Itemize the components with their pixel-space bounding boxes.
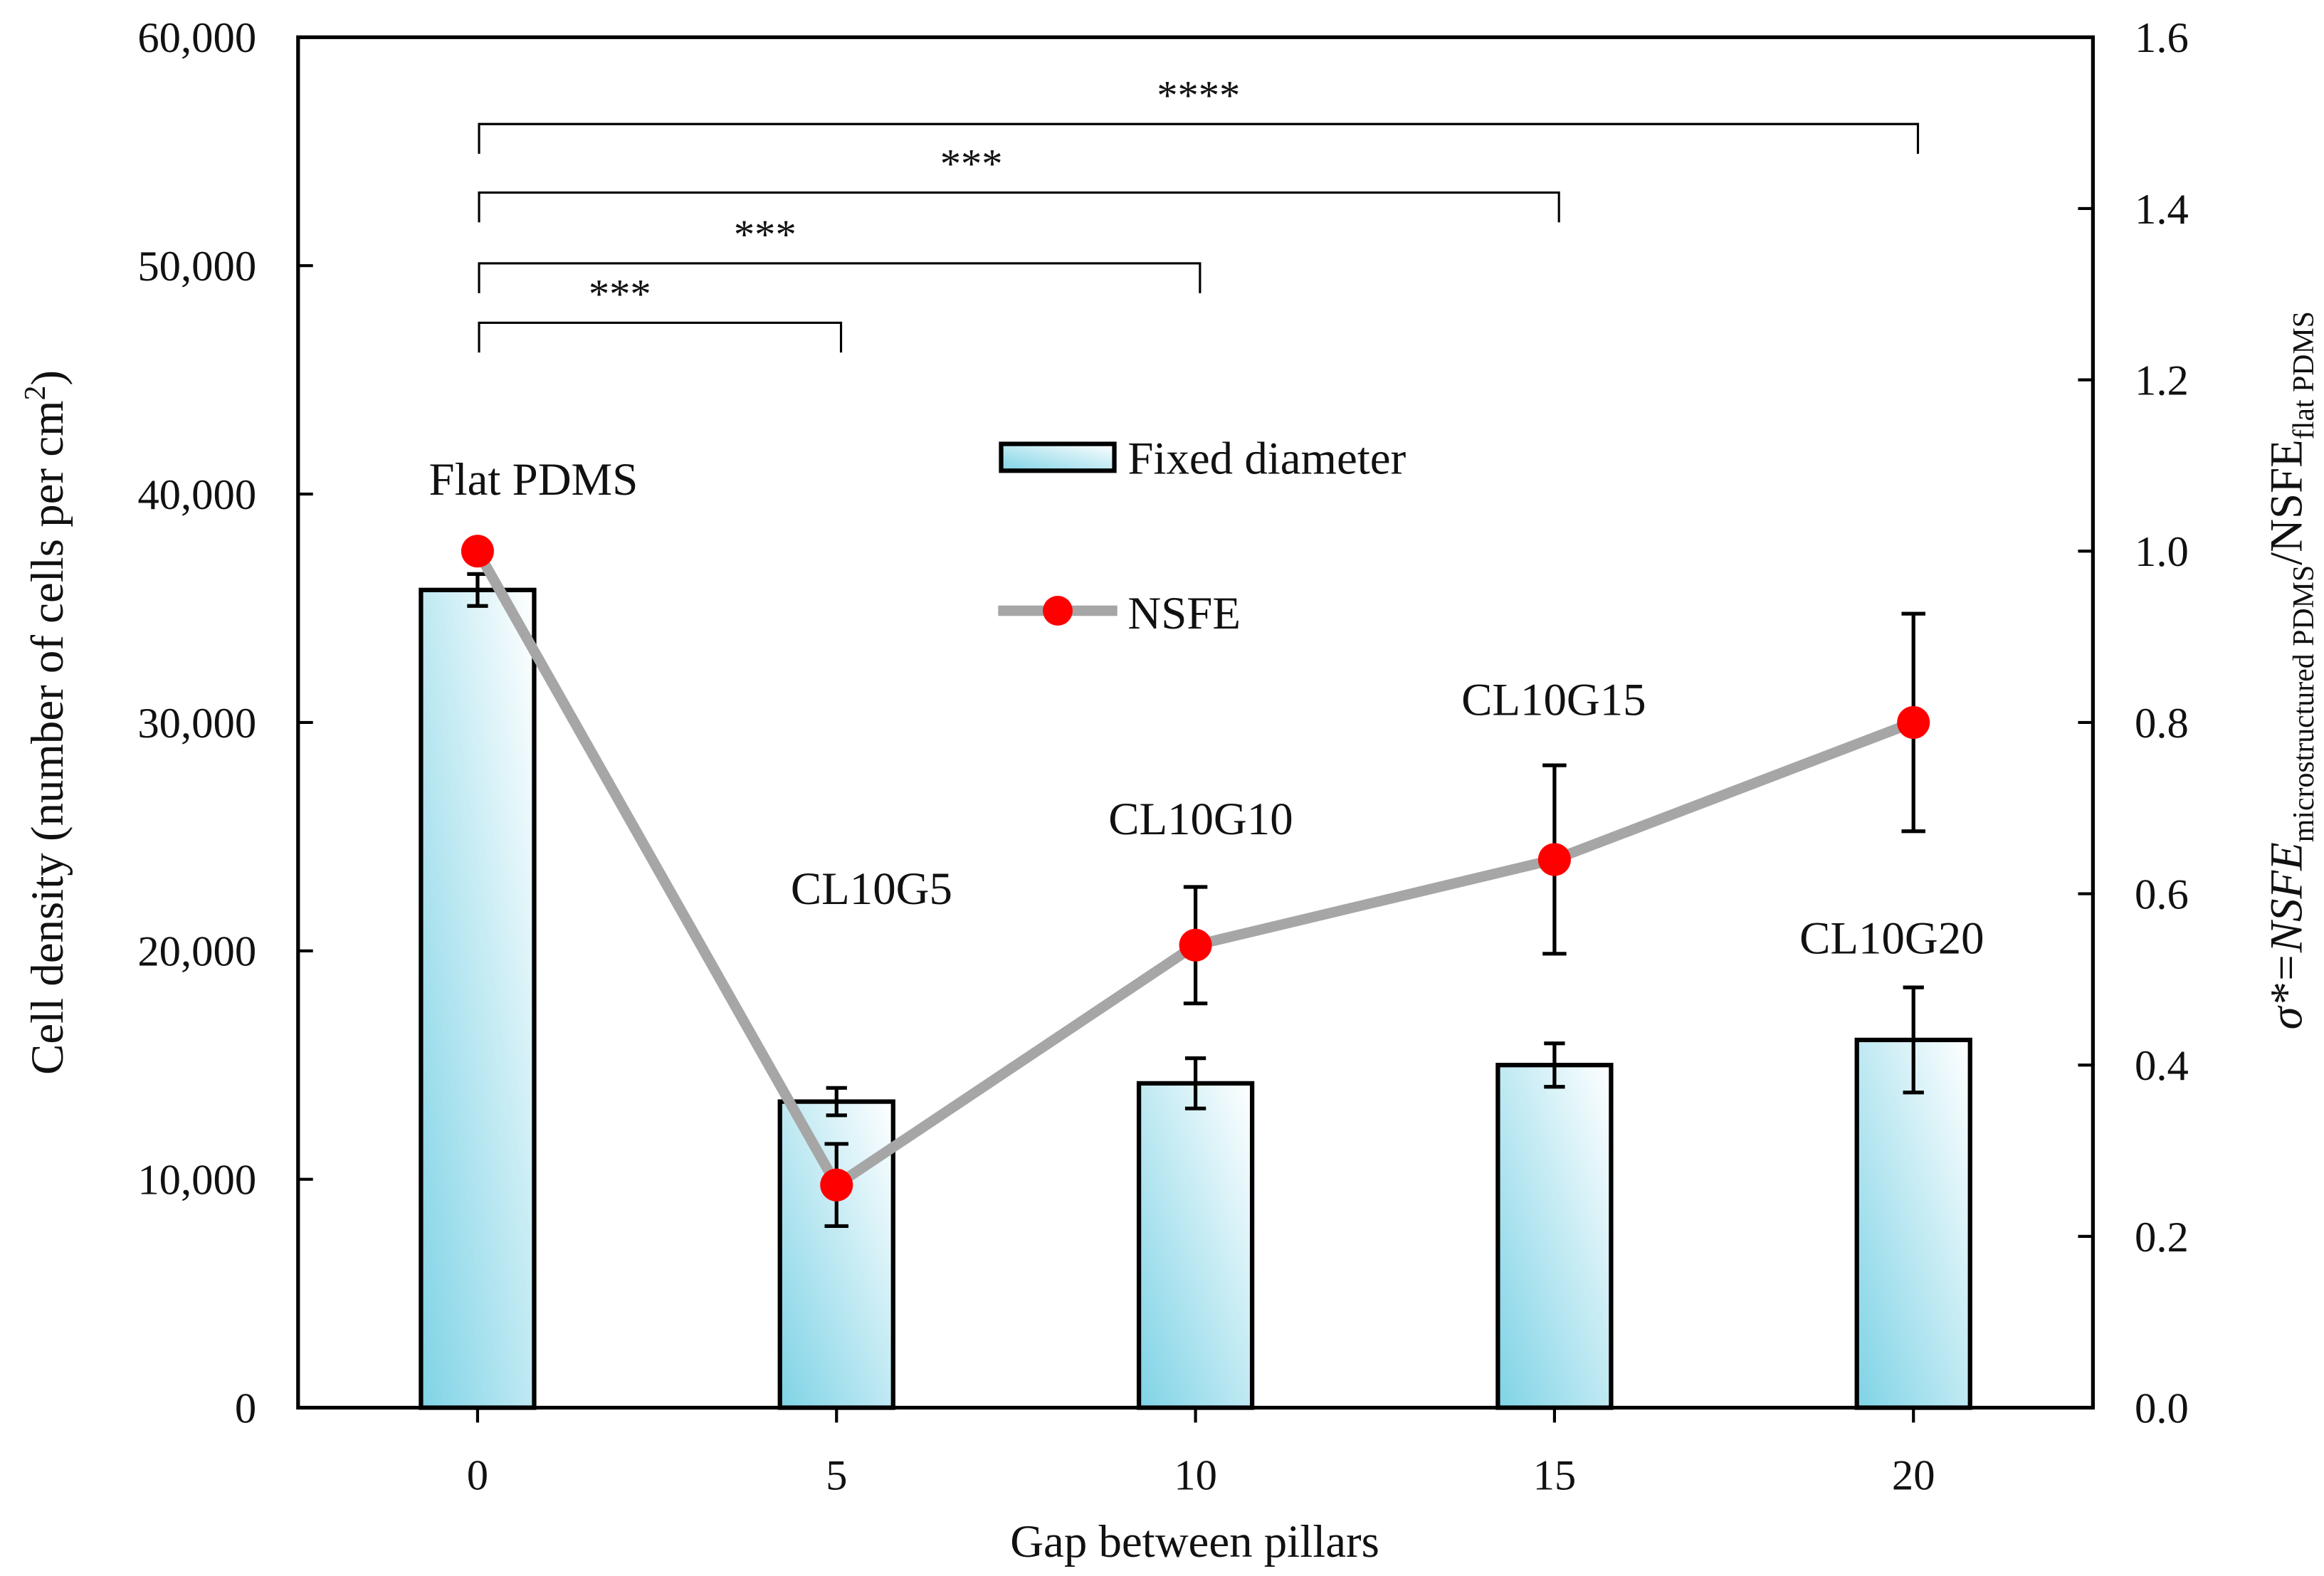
bar <box>1854 1037 1972 1410</box>
legend: Fixed diameter NSFE <box>998 433 1407 639</box>
x-tick-label: 0 <box>467 1452 488 1500</box>
nsfe-marker <box>461 535 494 568</box>
point-label: CL10G15 <box>1461 674 1646 725</box>
x-tick-label: 10 <box>1174 1452 1217 1500</box>
y2-tick-label: 0.4 <box>2135 1042 2189 1090</box>
y2-tick-label: 0.2 <box>2135 1214 2189 1261</box>
bar <box>1495 1063 1614 1410</box>
x-axis-label: Gap between pillars <box>1010 1516 1379 1567</box>
y2-tick-label: 0.0 <box>2135 1385 2189 1432</box>
point-label: Flat PDMS <box>429 454 638 505</box>
nsfe-marker <box>1897 705 1930 739</box>
nsfe-marker <box>820 1168 853 1202</box>
point-label: CL10G5 <box>791 863 952 915</box>
point-label: CL10G20 <box>1799 913 1984 964</box>
y-tick-label: 0 <box>235 1385 256 1432</box>
bar <box>1136 1081 1255 1410</box>
y2-tick-label: 0.6 <box>2135 871 2189 919</box>
x-tick-label: 20 <box>1892 1452 1935 1500</box>
y-axis-label: Cell density (number of cells per cm2) <box>19 370 73 1075</box>
x-tick-label: 5 <box>826 1452 847 1500</box>
legend-line-marker <box>1043 596 1073 626</box>
y-tick-label: 60,000 <box>137 14 256 62</box>
significance-label: *** <box>589 270 651 317</box>
y2-tick-label: 1.4 <box>2135 186 2189 233</box>
legend-line-label: NSFE <box>1127 588 1241 639</box>
y-tick-label: 50,000 <box>137 243 256 290</box>
significance-label: **** <box>1157 72 1240 118</box>
y-tick-label: 30,000 <box>137 700 256 747</box>
y-tick-label: 40,000 <box>137 471 256 519</box>
bar <box>419 587 537 1410</box>
legend-bar-label: Fixed diameter <box>1127 433 1406 484</box>
point-label: CL10G10 <box>1108 794 1293 845</box>
y2-tick-label: 0.8 <box>2135 700 2189 747</box>
significance-label: *** <box>734 211 796 258</box>
significance-bracket <box>478 262 1202 293</box>
significance-bracket <box>478 191 1560 223</box>
y2-axis-label: σ*=NSFEmicrostructured PDMS/NSFEflat PDM… <box>2261 311 2320 1029</box>
y-tick-label: 20,000 <box>137 928 256 976</box>
y2-tick-label: 1.6 <box>2135 14 2189 62</box>
nsfe-marker <box>1179 928 1212 962</box>
nsfe-marker <box>1537 843 1571 876</box>
significance-bracket <box>478 122 1920 154</box>
y2-tick-label: 1.2 <box>2135 357 2189 405</box>
significance-bracket <box>478 321 843 353</box>
legend-bar-swatch <box>999 441 1117 473</box>
x-tick-label: 15 <box>1533 1452 1577 1500</box>
significance-label: *** <box>940 141 1003 187</box>
y2-tick-label: 1.0 <box>2135 528 2189 576</box>
y-tick-label: 10,000 <box>137 1157 256 1204</box>
